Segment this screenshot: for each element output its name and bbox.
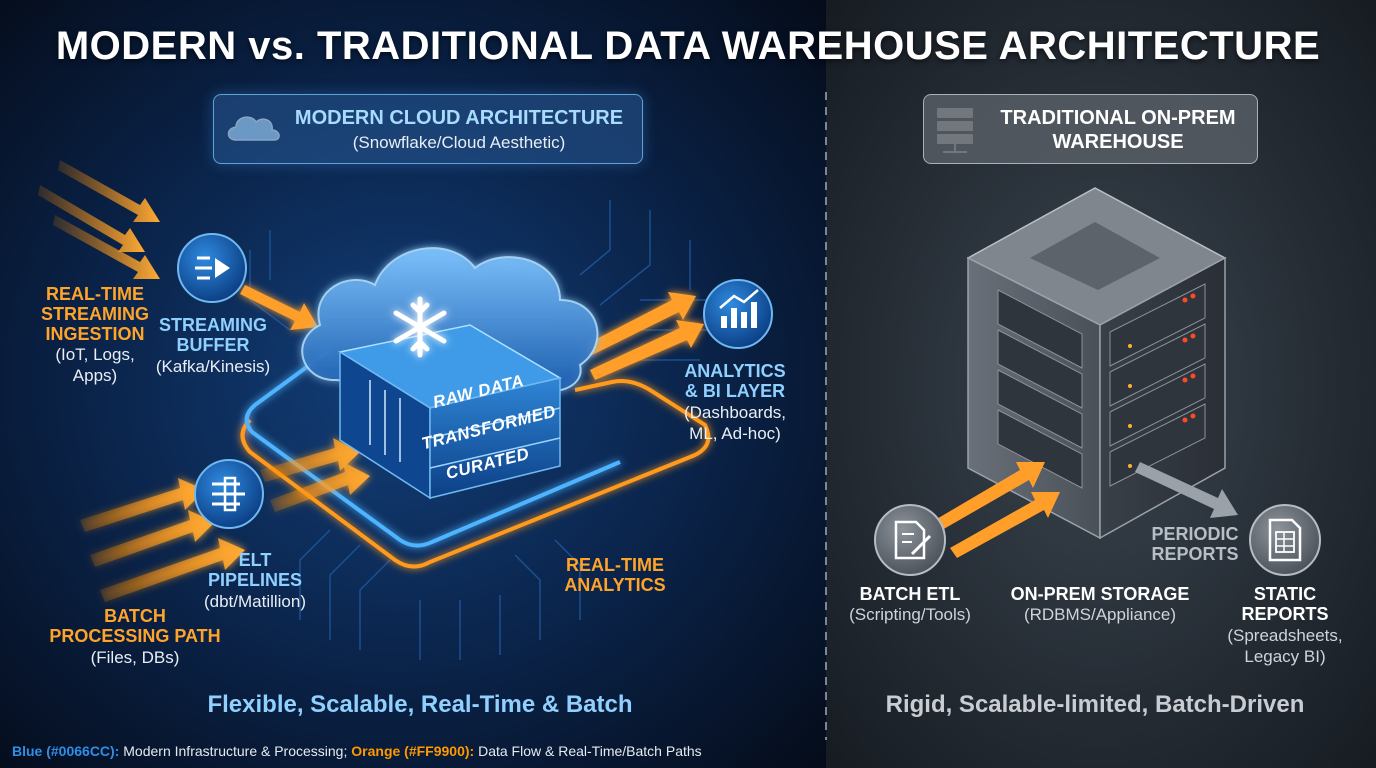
streaming-ingestion-title-2: STREAMING	[41, 304, 149, 324]
static-reports-sub-1: (Spreadsheets,	[1227, 626, 1343, 645]
streaming-to-warehouse-arrow	[240, 285, 318, 330]
spreadsheet-icon	[1249, 504, 1321, 576]
streaming-ingestion-sub-2: Apps)	[72, 366, 118, 385]
traditional-badge-title-line-1: TRADITIONAL ON-PREM	[1000, 107, 1236, 129]
warehouse-cube	[338, 324, 563, 500]
static-reports-sub-2: Legacy BI)	[1244, 647, 1326, 666]
batch-etl-sub: (Scripting/Tools)	[849, 605, 971, 624]
batch-path-sub: (Files, DBs)	[90, 648, 180, 667]
static-reports-title-2: REPORTS	[1241, 604, 1329, 624]
elt-pipelines-title-1: ELT	[238, 550, 272, 570]
legend: Blue (#0066CC): Modern Infrastructure & …	[12, 743, 702, 760]
traditional-badge-title-line-2: WAREHOUSE	[1052, 131, 1184, 153]
batch-etl-title: BATCH ETL	[859, 584, 961, 604]
batch-arrows	[80, 438, 370, 602]
legend-orange-key: Orange (#FF9900):	[351, 743, 475, 759]
onprem-storage-title: ON-PREM STORAGE	[1010, 584, 1190, 604]
legend-orange-text: Data Flow & Real-Time/Batch Paths	[474, 743, 702, 759]
legend-blue-key: Blue (#0066CC):	[12, 743, 120, 759]
analytics-bi-sub-1: (Dashboards,	[683, 403, 787, 422]
streaming-arrows	[38, 160, 160, 279]
document-edit-icon	[874, 504, 946, 576]
periodic-reports-title-1: PERIODIC	[1151, 524, 1239, 544]
page-title: MODERN vs. TRADITIONAL DATA WAREHOUSE AR…	[55, 24, 1321, 68]
streaming-buffer-title-1: STREAMING	[159, 315, 267, 335]
batch-etl-arrows	[935, 462, 1060, 558]
pipeline-icon	[194, 459, 264, 529]
onprem-storage-sub: (RDBMS/Appliance)	[1023, 605, 1177, 624]
elt-pipelines-title-2: PIPELINES	[207, 570, 303, 590]
snowflake-icon	[393, 296, 447, 358]
streaming-buffer-icon	[177, 233, 247, 303]
batch-path-title-2: PROCESSING PATH	[49, 626, 221, 646]
legend-blue-text: Modern Infrastructure & Processing;	[119, 743, 348, 759]
realtime-analytics-title-1: REAL-TIME	[566, 555, 664, 575]
modern-tagline: Flexible, Scalable, Real-Time & Batch	[207, 691, 633, 718]
analytics-bi-title-2: & BI LAYER	[684, 381, 786, 401]
realtime-analytics-title-2: ANALYTICS	[564, 575, 666, 595]
periodic-reports-arrow	[1135, 462, 1238, 518]
bar-chart-icon	[703, 279, 773, 349]
server-tower	[966, 187, 1227, 540]
elt-pipelines-sub: (dbt/Matillion)	[203, 592, 307, 611]
static-reports-title-1: STATIC	[1253, 584, 1317, 604]
modern-badge-subtitle: (Snowflake/Cloud Aesthetic)	[352, 133, 566, 152]
periodic-reports-title-2: REPORTS	[1151, 544, 1239, 564]
batch-path-title-1: BATCH	[104, 606, 166, 626]
streaming-ingestion-title-3: INGESTION	[45, 324, 145, 344]
streaming-buffer-title-2: BUFFER	[176, 335, 250, 355]
streaming-buffer-sub: (Kafka/Kinesis)	[155, 357, 271, 376]
modern-badge-title: MODERN CLOUD ARCHITECTURE	[294, 107, 624, 129]
analytics-arrows	[585, 292, 704, 380]
circuit-traces	[249, 200, 740, 660]
analytics-bi-title-1: ANALYTICS	[684, 361, 786, 381]
traditional-badge: TRADITIONAL ON-PREM WAREHOUSE	[923, 94, 1258, 164]
streaming-ingestion-sub-1: (IoT, Logs,	[55, 345, 135, 364]
modern-badge: MODERN CLOUD ARCHITECTURE (Snowflake/Clo…	[213, 94, 643, 164]
traditional-tagline: Rigid, Scalable-limited, Batch-Driven	[885, 691, 1305, 718]
streaming-ingestion-title-1: REAL-TIME	[46, 284, 144, 304]
analytics-bi-sub-2: ML, Ad-hoc)	[689, 424, 781, 443]
